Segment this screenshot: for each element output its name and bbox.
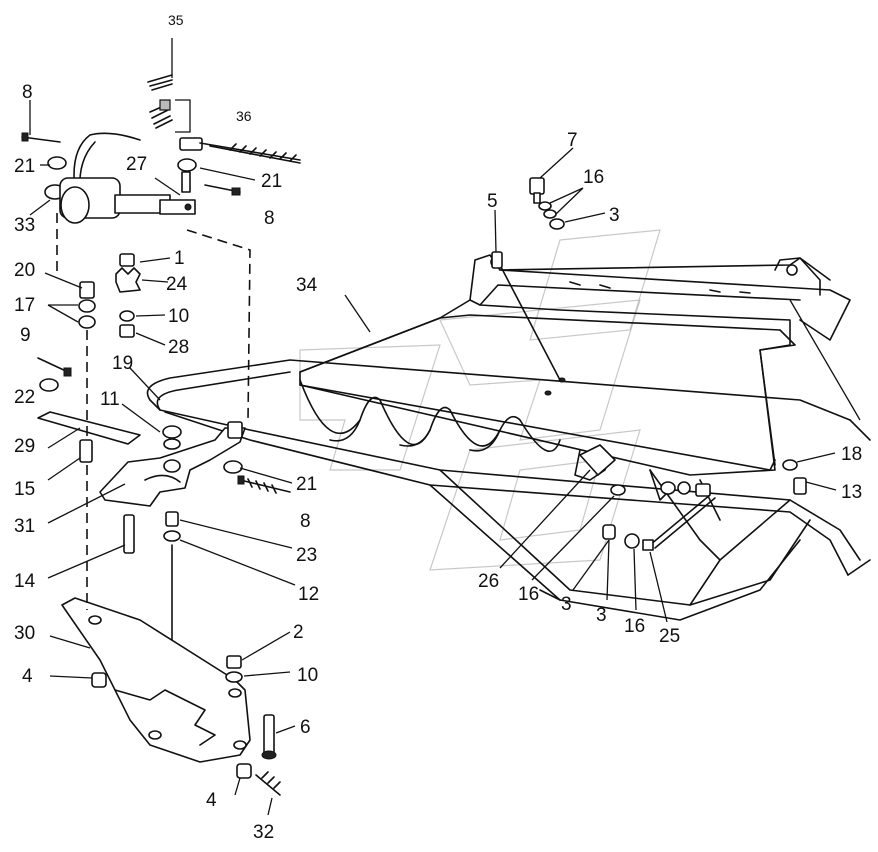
bracket-29 [37,411,141,463]
callout-13: 13 [841,482,862,503]
callout-29: 29 [14,436,35,457]
auger-spiral [299,379,561,452]
bracket-31 [99,421,246,507]
callout-30: 30 [14,623,35,644]
hardware-7-16-3 [529,177,565,230]
callout-2: 2 [293,622,304,643]
grain-tank-frame [146,359,871,621]
callout-11: 11 [100,389,120,410]
callout-8: 8 [300,511,311,532]
callout-16: 16 [518,584,539,605]
callout-10: 10 [168,306,189,327]
plate-hole [544,390,552,396]
callout-24: 24 [166,274,188,295]
callout-15: 15 [14,479,35,500]
callout-34: 34 [296,275,318,296]
callout-33: 33 [14,215,35,236]
assembly-lines [56,213,251,610]
callout-9: 9 [20,325,31,346]
callout-18: 18 [841,444,862,465]
callout-32: 32 [253,822,274,843]
motor-fasteners [21,132,241,196]
actuator-cable [179,137,301,164]
auger-cover-plate [299,254,851,521]
callout-26: 26 [478,571,499,592]
callout-14: 14 [14,571,36,592]
callout-10: 10 [297,665,318,686]
callout-31: 31 [14,516,35,537]
callout-1: 1 [174,248,185,269]
callout-17: 17 [14,295,35,316]
hardware-4-2-10-6-32 [91,655,281,796]
callout-21: 21 [261,171,282,192]
callout-19: 19 [112,353,133,374]
callout-3: 3 [596,605,607,626]
callout-36: 36 [236,108,252,124]
callout-27: 27 [126,154,147,175]
bolt-5 [491,251,561,381]
spring-parts [147,74,191,133]
hardware-26-16-3-25 [579,444,716,551]
callout-23: 23 [296,545,317,566]
callout-21: 21 [296,474,317,495]
hardware-9-22 [37,357,72,392]
callout-5: 5 [487,191,498,212]
callout-28: 28 [168,337,189,358]
callout-16: 16 [583,167,604,188]
bolt-8-lower [237,475,291,494]
callout-4: 4 [22,666,33,687]
callout-3: 3 [561,594,572,615]
callout-6: 6 [300,717,311,738]
callout-7: 7 [567,130,578,151]
callout-25: 25 [659,626,680,647]
callout-8: 8 [264,208,275,229]
actuator-motor [44,132,196,224]
callout-20: 20 [14,260,35,281]
callout-16: 16 [624,616,645,637]
callout-12: 12 [298,584,319,605]
callout-8: 8 [22,82,33,103]
hardware-1-24-10-28 [115,253,141,338]
hardware-20-17 [78,281,96,329]
hardware-18-13 [782,459,807,495]
plate-30 [61,597,251,763]
callout-3: 3 [609,205,620,226]
callout-4: 4 [206,790,217,811]
plate-hole [558,377,566,383]
callout-35: 35 [168,12,184,28]
callout-22: 22 [14,387,35,408]
callout-21: 21 [14,156,35,177]
leader-lines [29,38,861,816]
